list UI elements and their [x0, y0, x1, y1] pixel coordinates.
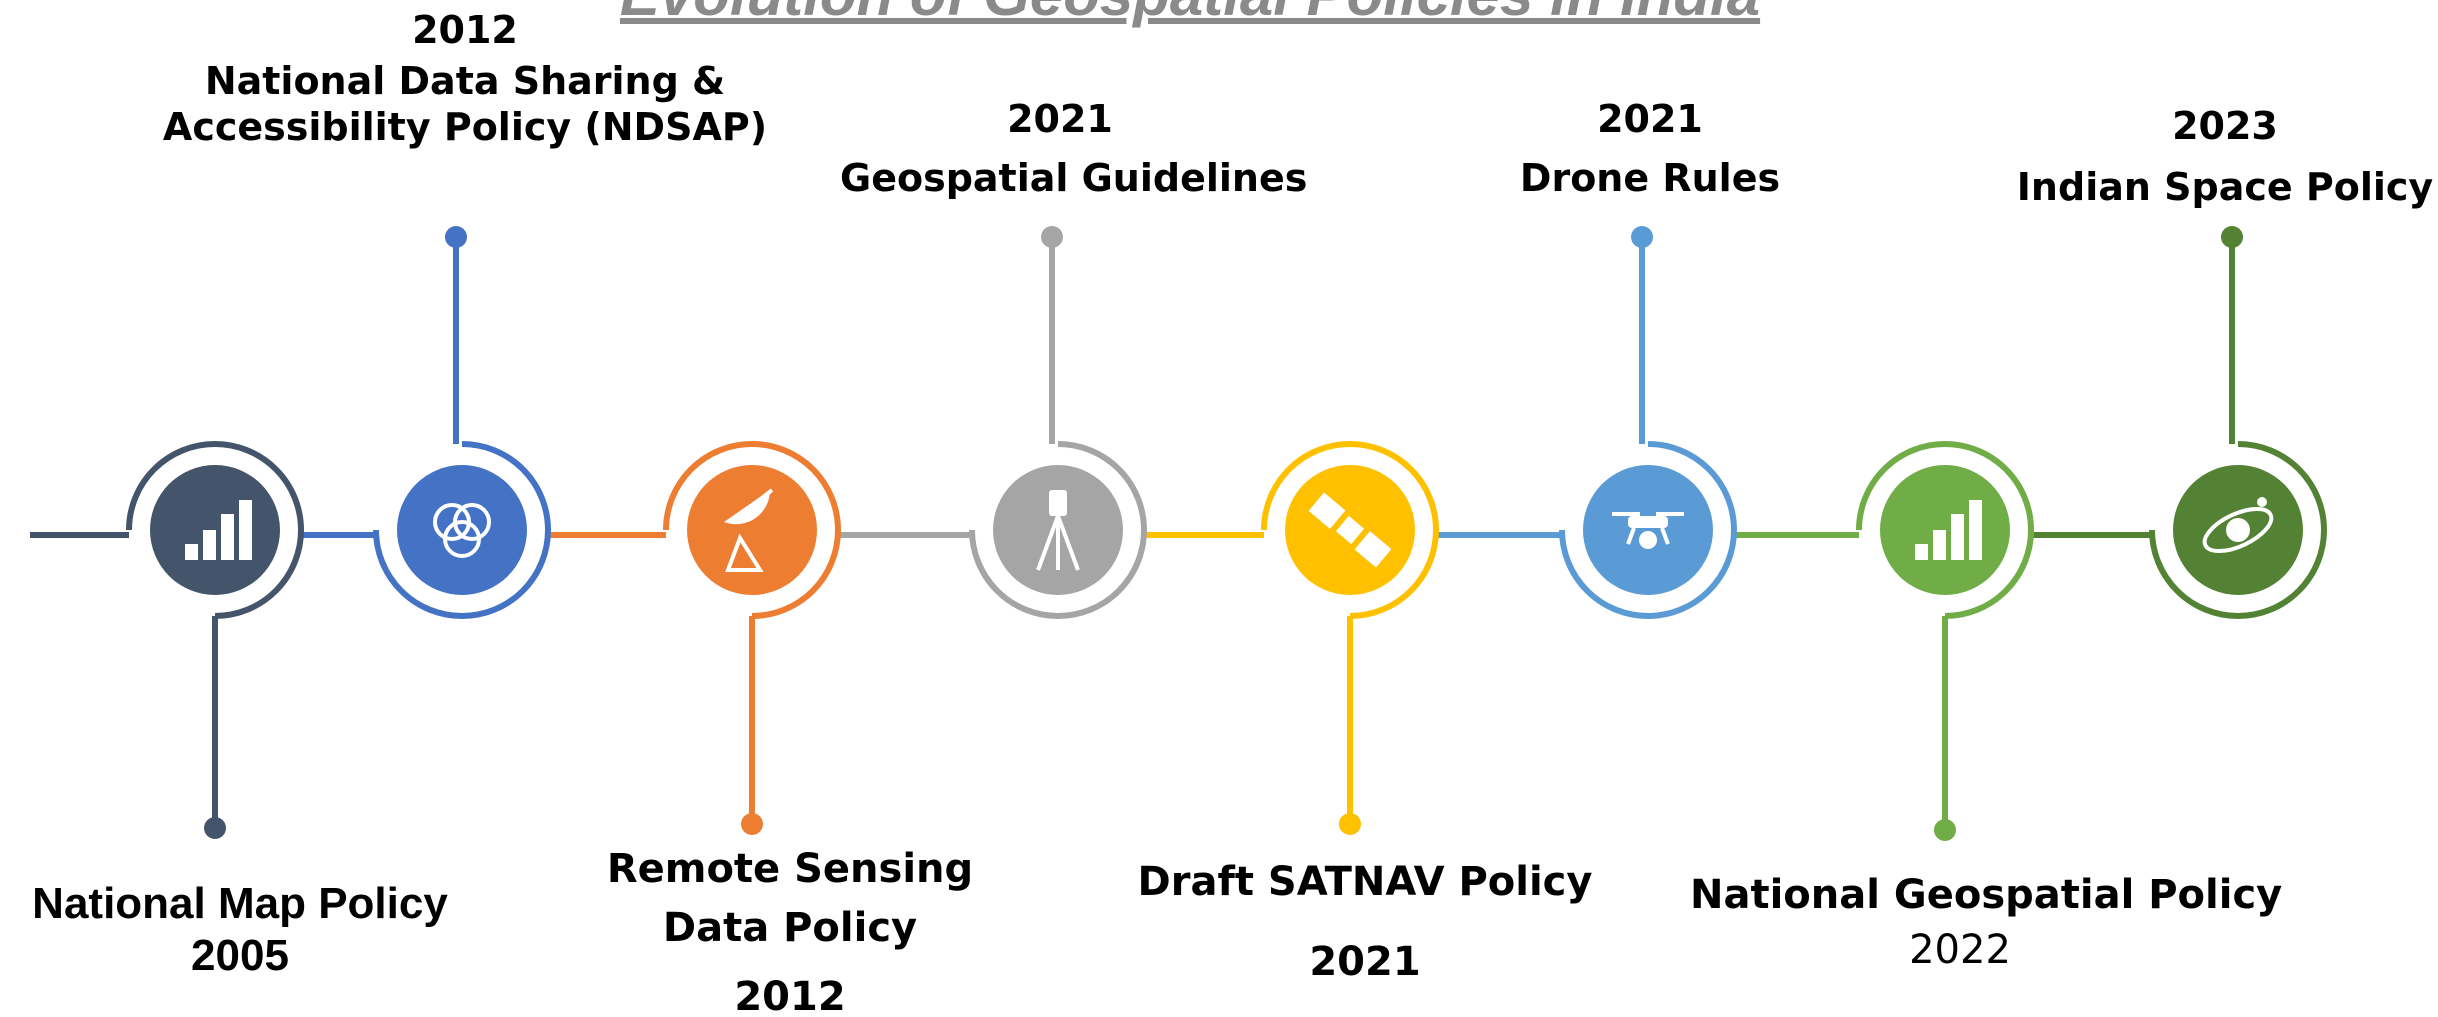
milestone-label-national-geospatial: National Geospatial Policy 2022 — [1690, 868, 2283, 978]
bar-chart-icon — [1915, 500, 1982, 560]
milestone-title: Remote Sensing — [606, 846, 974, 892]
milestone-node-ndsap — [373, 226, 551, 619]
node-dot — [204, 817, 226, 839]
milestone-label-satnav: Draft SATNAV Policy 2021 — [1135, 858, 1595, 986]
milestone-node-geoguide — [969, 226, 1147, 619]
milestone-node-drone — [1559, 226, 1737, 619]
node-dot — [445, 226, 467, 248]
satellite-icon — [1308, 492, 1392, 568]
milestone-year: 2021 — [1309, 939, 1421, 985]
bar — [203, 530, 216, 560]
satellite-dish-icon — [724, 488, 774, 572]
venn-circles-icon — [433, 503, 491, 558]
milestone-title: Draft SATNAV Policy — [1137, 859, 1593, 905]
milestone-year: 2021 — [1007, 97, 1113, 141]
milestone-title: National Data Sharing & — [204, 59, 726, 103]
bar — [221, 514, 234, 560]
milestone-year: 2023 — [2172, 104, 2278, 148]
node-disc — [397, 465, 527, 595]
milestone-year: 2012 — [412, 8, 518, 52]
milestone-label-indian-space-policy: 2023 Indian Space Policy — [1990, 96, 2438, 218]
milestone-year: 2005 — [191, 930, 289, 980]
orbit-icon — [2202, 497, 2274, 554]
milestone-label-ndsap: 2012 National Data Sharing & Accessibili… — [160, 2, 770, 150]
milestone-node-rsdp — [663, 441, 841, 835]
milestone-node-isp — [2149, 226, 2327, 619]
milestone-title: National Geospatial Policy — [1690, 872, 2283, 918]
milestone-label-drone-rules: 2021 Drone Rules — [1470, 90, 1830, 208]
node-ring — [373, 441, 551, 619]
node-ring — [663, 441, 841, 619]
node-dot — [741, 813, 763, 835]
milestone-title: National Map Policy — [32, 879, 448, 928]
milestone-year: 2012 — [734, 974, 846, 1017]
node-ring — [126, 441, 304, 619]
bar — [1951, 514, 1964, 560]
milestone-year: 2021 — [1597, 97, 1703, 141]
bar — [1915, 544, 1928, 560]
milestone-title: Drone Rules — [1519, 155, 1781, 200]
bar — [1969, 500, 1982, 560]
milestone-label-national-map-policy: National Map Policy 2005 — [0, 878, 485, 982]
bar — [239, 500, 252, 560]
node-dot — [2221, 226, 2243, 248]
milestone-year: 2022 — [1909, 927, 2011, 974]
milestone-title: Accessibility Policy (NDSAP) — [162, 104, 768, 149]
milestone-label-remote-sensing: Remote Sensing Data Policy 2012 — [580, 840, 1000, 1017]
node-dot — [1339, 813, 1361, 835]
milestone-title: Data Policy — [662, 905, 918, 952]
milestone-node-ngp — [1856, 441, 2034, 841]
node-dot — [1631, 226, 1653, 248]
node-disc — [1583, 465, 1713, 595]
node-ring — [969, 441, 1147, 619]
milestone-title: Indian Space Policy — [2016, 164, 2434, 209]
diagram-title: Evolution of Geospatial Policies in Indi… — [560, 0, 1820, 29]
node-ring — [1261, 441, 1439, 619]
bar-chart-icon — [185, 500, 252, 560]
milestone-nodes — [126, 226, 2327, 841]
milestone-node-satnav — [1261, 441, 1439, 835]
node-dot — [1041, 226, 1063, 248]
bar — [1933, 530, 1946, 560]
node-ring — [1559, 441, 1737, 619]
milestone-label-geospatial-guidelines: 2021 Geospatial Guidelines — [840, 90, 1308, 208]
survey-tripod-icon — [1036, 490, 1080, 571]
drone-icon — [1612, 512, 1684, 549]
bar — [185, 544, 198, 560]
milestone-title: Geospatial Guidelines — [840, 155, 1308, 200]
node-dot — [1934, 819, 1956, 841]
node-disc — [687, 465, 817, 595]
node-ring — [2149, 441, 2327, 619]
milestone-node-nmp — [126, 441, 304, 839]
node-ring — [1856, 441, 2034, 619]
